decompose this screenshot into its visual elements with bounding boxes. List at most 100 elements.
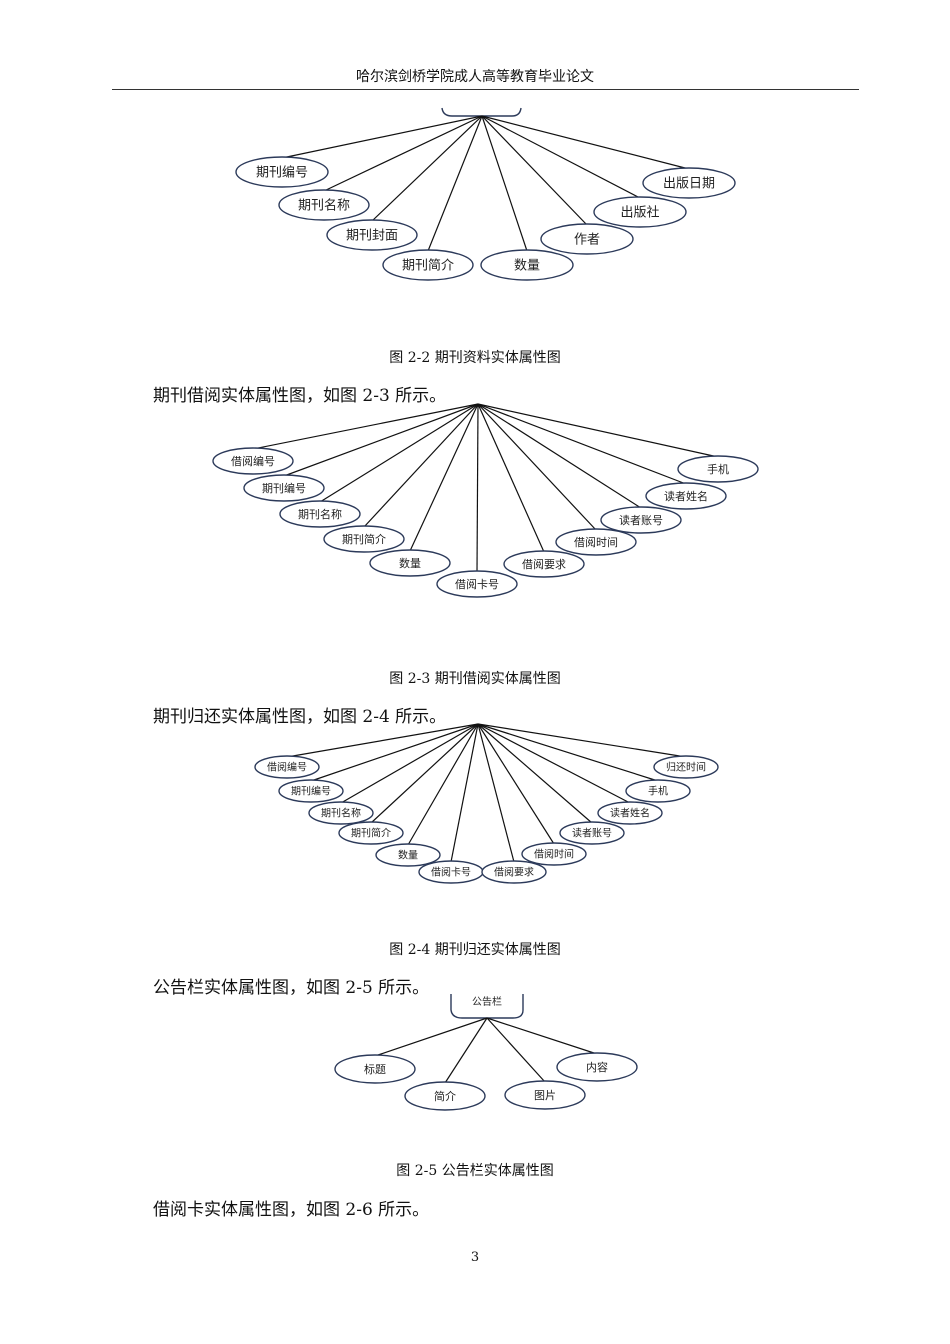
connector-line [281,115,483,159]
attribute-label: 借阅要求 [494,866,534,879]
attribute-label: 期刊简介 [342,532,386,546]
attribute-ellipse [555,528,637,556]
attribute-ellipse [481,860,547,884]
connector-line [486,1017,546,1083]
attribute-label: 借阅卡号 [455,578,499,591]
attribute-ellipse [600,506,682,534]
attribute-ellipse [235,156,329,188]
attribute-label: 期刊编号 [291,785,331,798]
attribute-label: 借阅卡号 [431,866,471,879]
connector-line [407,723,479,846]
attribute-ellipse [326,219,418,251]
connector-line [374,1017,488,1057]
paragraph: 借阅卡实体属性图，如图 2-6 所示。 [153,1200,430,1220]
attribute-label: 期刊简介 [351,827,391,840]
connector-line [477,403,597,531]
attribute-ellipse [375,843,441,867]
connector-line [371,115,483,222]
attribute-label: 数量 [398,849,418,862]
connector-line [481,115,690,170]
attribute-ellipse [436,570,518,598]
attribute-ellipse [642,167,736,199]
attribute-label: 图片 [534,1089,556,1102]
figure-caption: 图 2-5 公告栏实体属性图 [396,1163,554,1179]
connector-line [444,1017,488,1084]
attribute-label: 数量 [514,259,540,274]
attribute-label: 借阅时间 [574,536,618,549]
attribute-ellipse [593,196,687,228]
figure-caption: 图 2-3 期刊借阅实体属性图 [389,671,561,687]
attribute-ellipse [480,249,574,281]
attribute-ellipse [212,447,294,475]
attribute-ellipse [323,525,405,553]
connector-line [252,403,479,450]
connector-line [481,115,528,252]
connector-line [286,723,479,758]
paragraph: 公告栏实体属性图，如图 2-5 所示。 [153,978,430,998]
diagram-bulletin-board: 公告栏 标题简介图片内容 [334,994,638,1111]
connector-line [409,403,479,552]
connector-line [477,723,515,863]
attribute-label: 读者姓名 [664,489,708,503]
diagram-journal-return: 借阅编号期刊编号期刊名称期刊简介数量借阅卡号借阅要求借阅时间读者账号读者姓名手机… [254,723,719,884]
attribute-ellipse [645,482,727,510]
connector-line [310,723,479,782]
connector-line [481,115,588,226]
connector-line [283,403,479,477]
attribute-ellipse [369,549,451,577]
attribute-ellipse [243,474,325,502]
attribute-label: 内容 [586,1060,608,1074]
attribute-ellipse [521,842,587,866]
attribute-label: 读者账号 [572,827,612,840]
paragraph: 期刊归还实体属性图，如图 2-4 所示。 [153,707,447,727]
attribute-ellipse [625,779,691,803]
attribute-label: 借阅编号 [231,454,275,468]
attribute-ellipse [254,755,320,779]
attribute-ellipse [556,1052,638,1082]
attribute-label: 作者 [574,233,600,248]
attribute-ellipse [559,821,625,845]
connector-line [477,723,659,782]
paragraph: 期刊借阅实体属性图，如图 2-3 所示。 [153,386,447,406]
attribute-label: 期刊编号 [256,166,308,181]
connector-line [450,723,479,863]
entity-box-partial [441,107,522,117]
diagram-journal-info: 期刊编号期刊名称期刊封面期刊简介数量作者出版社出版日期 [235,107,736,281]
connector-line [486,1017,598,1055]
connector-line [370,723,479,824]
attribute-ellipse [279,500,361,528]
attribute-ellipse [382,249,474,281]
attribute-label: 简介 [434,1089,456,1103]
entity-label: 公告栏 [472,995,502,1008]
attribute-label: 数量 [399,557,421,570]
connector-line [323,115,483,192]
attribute-ellipse [308,801,374,825]
attribute-label: 出版社 [620,205,659,221]
attribute-label: 借阅要求 [522,558,566,571]
connector-line [477,723,555,845]
attribute-ellipse [503,550,585,578]
attribute-ellipse [334,1054,416,1084]
connector-line [340,723,479,804]
connector-line [477,403,687,485]
attribute-ellipse [653,755,719,779]
attribute-label: 归还时间 [666,761,706,774]
attribute-label: 期刊封面 [346,229,398,244]
page-number: 3 [470,1250,480,1265]
attribute-ellipse [278,189,370,221]
connector-line [477,723,687,758]
attribute-label: 手机 [707,462,729,476]
attribute-label: 期刊名称 [298,507,342,521]
attribute-ellipse [597,801,663,825]
connector-line [427,115,483,252]
attribute-label: 期刊简介 [402,258,454,274]
attribute-ellipse [338,821,404,845]
attribute-ellipse [404,1081,486,1111]
attribute-label: 借阅时间 [534,848,574,861]
connector-line [477,403,545,553]
figure-caption: 图 2-2 期刊资料实体属性图 [389,350,561,366]
connector-line [477,403,719,458]
header-rule [112,89,859,90]
attribute-label: 期刊名称 [298,198,350,214]
